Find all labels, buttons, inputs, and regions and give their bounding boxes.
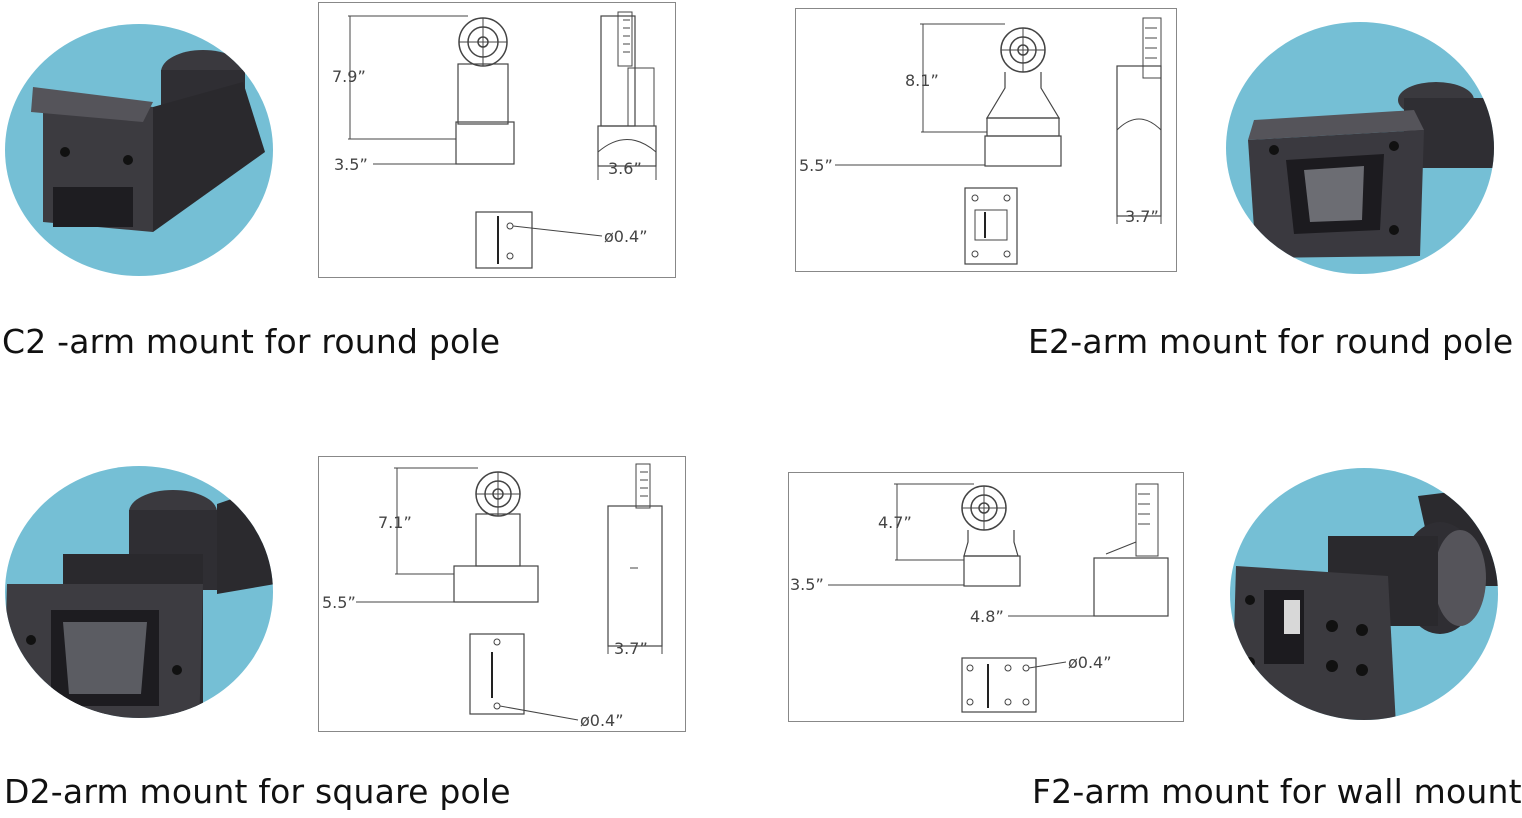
c2-width-dim: 3.5” [334,155,368,174]
c2-depth-dim: 3.6” [608,159,642,178]
e2-depth-dim: 3.7” [1125,207,1159,226]
f2-width-dim: 3.5” [790,575,824,594]
d2-caption: D2-arm mount for square pole [4,772,511,811]
c2-caption: C2 -arm mount for round pole [2,322,501,361]
f2-mount-photo [1230,468,1498,720]
e2-height-dim: 8.1” [905,71,939,90]
c2-hole-dim: ø0.4” [604,227,648,246]
e2-caption: E2-arm mount for round pole [1028,322,1514,361]
f2-technical-drawing: 4.7” 3.5” 4.8” ø0.4” [788,472,1184,722]
d2-hole-dim: ø0.4” [580,711,624,730]
d2-technical-drawing: 7.1” 5.5” 3.7” ø0.4” [318,456,686,732]
f2-depth-dim: 4.8” [970,607,1004,626]
f2-hole-dim: ø0.4” [1068,653,1112,672]
e2-technical-drawing: 8.1” 5.5” 3.7” [795,8,1177,272]
c2-mount-photo [5,24,273,276]
c2-technical-drawing: 7.9” 3.5” 3.6” ø0.4” [318,2,676,278]
f2-caption: F2-arm mount for wall mount [1032,772,1522,811]
d2-depth-dim: 3.7” [614,639,648,658]
d2-width-dim: 5.5” [322,593,356,612]
c2-height-dim: 7.9” [332,67,366,86]
d2-height-dim: 7.1” [378,513,412,532]
d2-mount-photo [5,466,273,718]
f2-height-dim: 4.7” [878,513,912,532]
e2-mount-photo [1226,22,1494,274]
e2-width-dim: 5.5” [799,156,833,175]
